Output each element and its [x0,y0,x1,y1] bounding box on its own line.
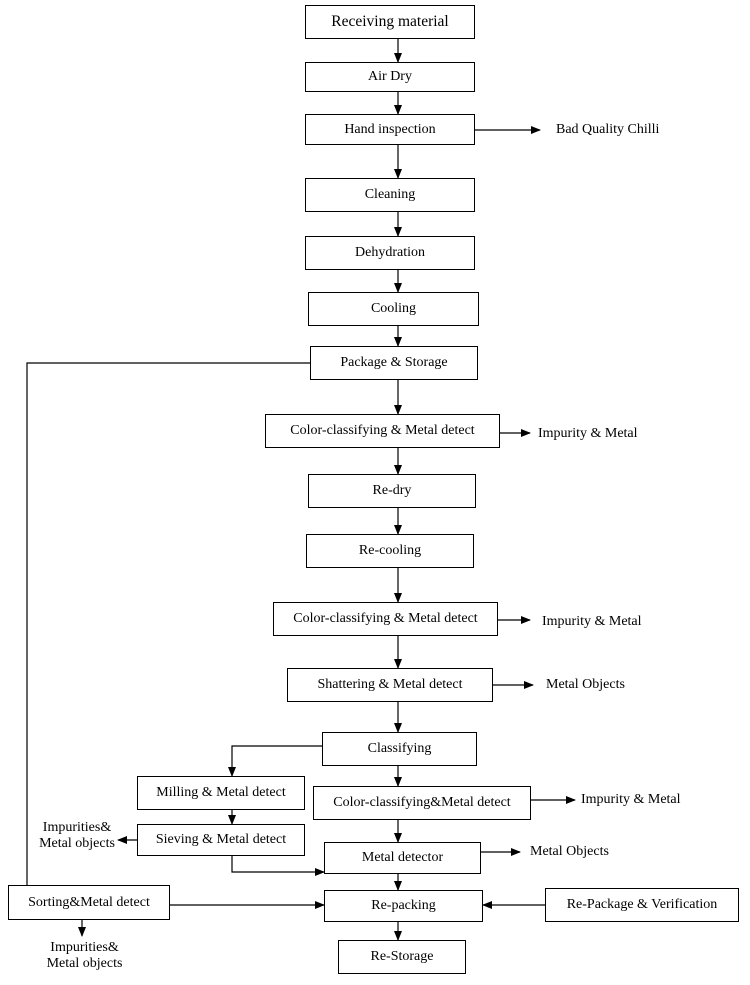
output-impurity-metal-1: Impurity & Metal [538,426,638,441]
step-label: Air Dry [368,69,412,84]
step-shattering: Shattering & Metal detect [287,668,493,702]
step-hand-inspection: Hand inspection [305,114,475,145]
step-label: Metal detector [361,850,444,865]
step-label: Re-Storage [370,949,434,964]
step-label: Re-Package & Verification [566,897,718,912]
step-label: Classifying [367,741,432,756]
output-metal-objects-2: Metal Objects [530,844,609,859]
step-re-dry: Re-dry [308,474,476,508]
step-label: Sorting&Metal detect [28,894,150,910]
step-label: Receiving material [331,13,449,31]
step-label: Color-classifying & Metal detect [290,423,475,438]
step-label: Milling & Metal detect [156,785,286,800]
step-sieving: Sieving & Metal detect [137,824,305,856]
step-label: Re-packing [371,898,436,913]
step-re-package-verification: Re-Package & Verification [545,888,739,922]
step-label: Hand inspection [344,121,436,137]
step-milling: Milling & Metal detect [137,776,305,810]
step-color-classifying-1: Color-classifying & Metal detect [265,414,500,448]
output-impurity-metal-3: Impurity & Metal [581,792,681,807]
step-label: Color-classifying & Metal detect [293,611,478,626]
step-color-classifying-2: Color-classifying & Metal detect [273,602,498,636]
step-re-cooling: Re-cooling [306,534,474,568]
line-package-to-sorting [26,362,310,885]
step-label: Shattering & Metal detect [317,677,463,692]
output-impurities-sorting: Impurities& Metal objects [37,940,132,972]
output-line: Impurities& [42,820,112,835]
output-bad-quality-chilli: Bad Quality Chilli [556,122,660,137]
step-label: Cleaning [364,187,416,202]
step-dehydration: Dehydration [305,236,475,270]
step-re-storage: Re-Storage [338,940,466,974]
output-line: Impurities& [50,940,119,955]
step-color-classifying-3: Color-classifying&Metal detect [313,786,531,820]
output-impurity-metal-2: Impurity & Metal [542,614,642,629]
step-sorting: Sorting&Metal detect [8,885,170,920]
arrow-sieving-to-metaldetector [231,856,325,876]
step-label: Sieving & Metal detect [155,832,287,847]
step-label: Re-cooling [358,543,422,558]
arrow-classifying-to-milling [228,745,322,777]
output-line: Metal objects [46,956,123,972]
step-label: Package & Storage [340,355,448,370]
step-air-dry: Air Dry [305,62,475,92]
step-label: Cooling [370,301,417,316]
step-metal-detector: Metal detector [324,842,481,874]
step-re-packing: Re-packing [324,890,483,922]
step-cooling: Cooling [308,292,479,326]
step-label: Color-classifying&Metal detect [333,795,511,810]
output-metal-objects-1: Metal Objects [546,677,625,692]
step-classifying: Classifying [322,732,477,766]
step-label: Dehydration [355,245,425,260]
output-impurities-sieving: Impurities& Metal objects [32,820,122,852]
step-receiving-material: Receiving material [305,5,475,39]
step-label: Re-dry [372,483,412,498]
step-package-storage: Package & Storage [310,346,478,380]
output-line: Metal objects [39,836,115,852]
step-cleaning: Cleaning [305,178,475,212]
